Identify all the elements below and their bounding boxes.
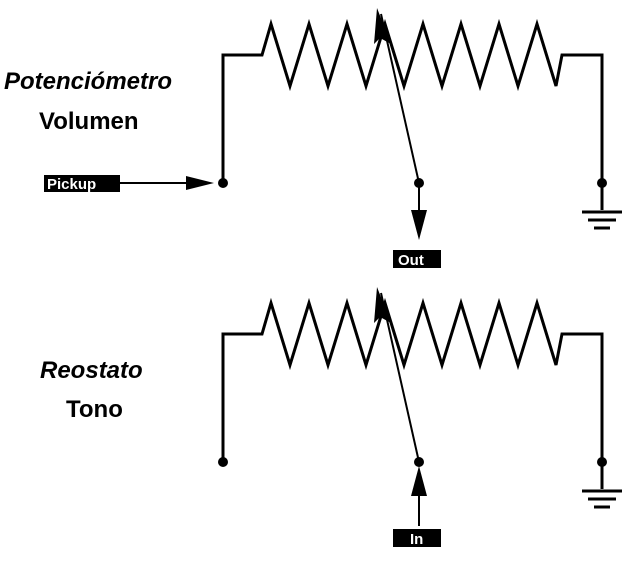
tone-wiper-arrow-icon xyxy=(374,287,391,323)
volume-title-line2: Volumen xyxy=(39,108,139,135)
pickup-label-bg xyxy=(44,175,120,192)
pickup-arrow-icon xyxy=(186,176,214,190)
volume-title-line1: Potenciómetro xyxy=(4,68,172,95)
tone-title-line2: Tono xyxy=(66,396,123,423)
volume-input-node xyxy=(218,178,228,188)
out-label-bg xyxy=(393,250,441,268)
volume-circuit: Potenciómetro Volumen Pickup Out xyxy=(4,8,622,269)
volume-wiper xyxy=(380,13,420,184)
tone-ground-icon xyxy=(582,462,622,509)
tone-wiper-node xyxy=(414,457,424,467)
tone-wiper xyxy=(380,292,420,463)
out-label: Out xyxy=(398,252,424,269)
pickup-label: Pickup xyxy=(47,176,96,193)
tone-title-line1: Reostato xyxy=(40,357,143,384)
volume-resistor-zigzag xyxy=(221,18,604,185)
in-label: In xyxy=(410,531,423,548)
out-arrow-icon xyxy=(411,210,427,240)
tone-resistor-zigzag xyxy=(221,297,604,464)
tone-ground-node xyxy=(597,457,607,467)
volume-wiper-arrow-icon xyxy=(374,8,391,44)
in-arrow-icon xyxy=(411,466,427,496)
in-label-bg xyxy=(393,529,441,547)
volume-ground-icon xyxy=(582,183,622,230)
volume-ground-node xyxy=(597,178,607,188)
tone-circuit: Reostato Tono In xyxy=(40,287,622,548)
tone-open-node xyxy=(218,457,228,467)
